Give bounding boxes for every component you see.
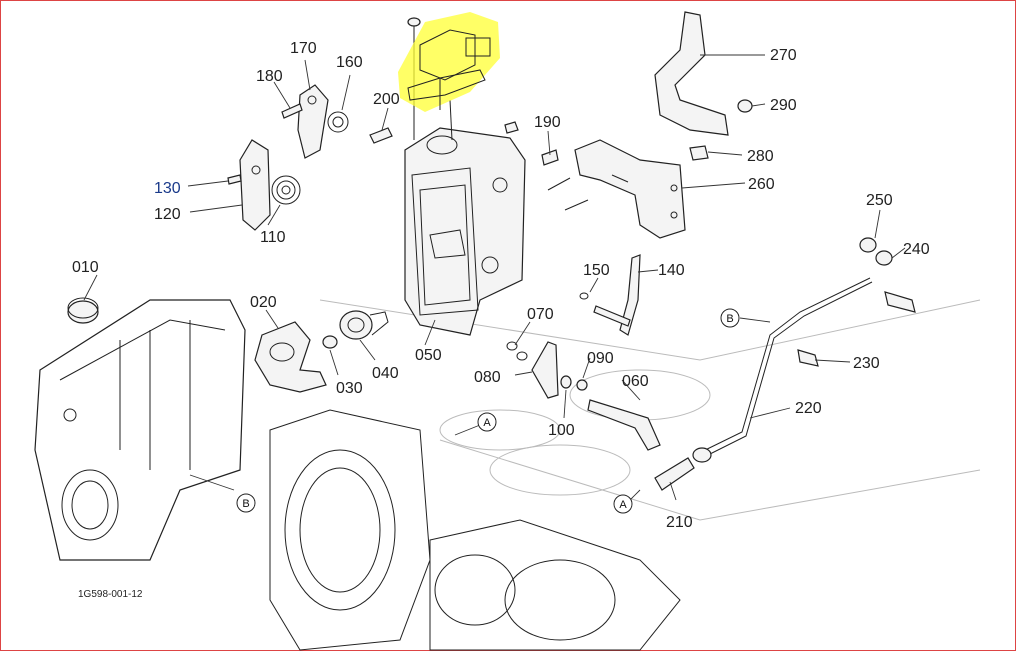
lever-170 (297, 84, 329, 159)
highlighted-solenoid (398, 12, 500, 112)
bolt-200 (369, 127, 393, 144)
label-230: 230 (853, 355, 880, 372)
pin-180 (281, 103, 303, 119)
label-270: 270 (770, 47, 797, 64)
callout-a-bottom: A (613, 494, 633, 514)
shaft-060 (587, 399, 661, 451)
label-160: 160 (336, 54, 363, 71)
label-240: 240 (903, 241, 930, 258)
label-200: 200 (373, 91, 400, 108)
label-050: 050 (415, 347, 442, 364)
governor-case-050 (404, 127, 526, 336)
label-110: 110 (260, 229, 286, 246)
part-labels: 010 020 030 040 050 060 070 080 090 100 … (72, 40, 930, 531)
seal-040 (339, 310, 389, 340)
plate-120 (239, 139, 271, 231)
washer-090 (576, 379, 588, 391)
plate-080 (531, 341, 559, 399)
callout-b-right: B (720, 308, 740, 328)
bolt-190 (541, 149, 559, 166)
lever-140 (619, 254, 641, 336)
leader-lines (83, 54, 906, 506)
label-140: 140 (658, 262, 685, 279)
svg-text:B: B (242, 498, 249, 510)
label-070: 070 (527, 306, 554, 323)
label-250: 250 (866, 192, 893, 209)
diagram-code: 1G598-001-12 (78, 589, 143, 600)
label-060: 060 (622, 373, 649, 390)
bolt-230 (797, 349, 819, 367)
svg-text:A: A (619, 499, 627, 511)
label-170: 170 (290, 40, 317, 57)
label-210: 210 (666, 514, 693, 531)
label-290: 290 (770, 97, 797, 114)
label-190: 190 (534, 114, 561, 131)
bolt-240 (884, 291, 916, 313)
orings-070 (506, 341, 528, 361)
gear-case-010-housing (34, 299, 246, 561)
spring-160 (327, 111, 349, 133)
label-090: 090 (587, 350, 614, 367)
label-020: 020 (250, 294, 277, 311)
spring-110 (271, 175, 301, 205)
callout-a-mid: A (477, 412, 497, 432)
fitting-210 (654, 447, 712, 491)
washer-030 (322, 335, 338, 349)
svg-text:B: B (726, 313, 733, 325)
label-280: 280 (747, 148, 774, 165)
bracket-260 (574, 139, 686, 239)
label-180: 180 (256, 68, 283, 85)
springs-mid (547, 177, 589, 211)
label-040: 040 (372, 365, 399, 382)
label-130: 130 (154, 180, 181, 197)
nut-290 (737, 99, 753, 113)
label-120: 120 (154, 206, 181, 223)
pin-150 (579, 292, 631, 327)
label-080: 080 (474, 369, 501, 386)
label-030: 030 (336, 380, 363, 397)
label-150: 150 (583, 262, 610, 279)
svg-text:A: A (483, 417, 491, 429)
cap-010 (67, 297, 99, 324)
washer-100 (560, 375, 572, 389)
label-100: 100 (548, 422, 575, 439)
bolt-280 (689, 145, 709, 161)
joint-250 (859, 237, 893, 266)
callout-b-left: B (236, 493, 256, 513)
engine-block-outline (269, 299, 981, 651)
gear-020 (254, 321, 327, 393)
bracket-270 (654, 11, 729, 136)
rod-220 (694, 277, 873, 461)
label-260: 260 (748, 176, 775, 193)
label-010: 010 (72, 259, 99, 276)
pin-130 (227, 174, 242, 185)
label-220: 220 (795, 400, 822, 417)
